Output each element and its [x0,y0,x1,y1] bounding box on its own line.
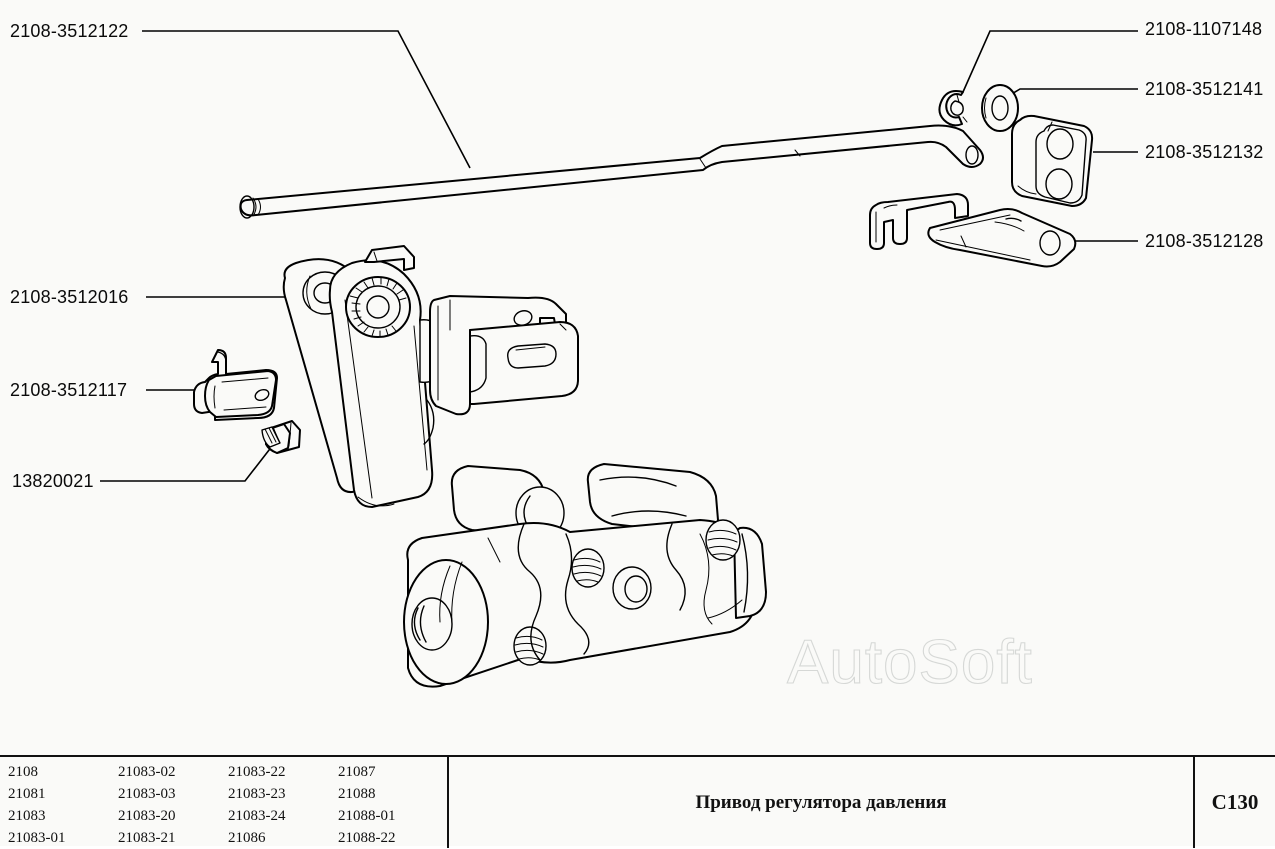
model-value: 21083-02 [118,764,176,780]
part-pressure-regulator [403,463,767,688]
model-value: 21088-01 [338,808,396,824]
callout-rod: 2108-3512122 [10,21,129,41]
model-value: 21081 [8,786,46,802]
applicable-models-list: 2108 21081 21083 21083-01 21083-02 21083… [0,757,447,848]
part-main-lever [282,245,441,508]
callout-bracket-small: 2108-3512117 [10,380,128,400]
diagram-title-text: Привод регулятора давления [695,791,947,813]
model-value: 21087 [338,764,376,780]
part-link-bracket [869,193,1077,268]
callout-bolt: 13820021 [12,471,94,491]
footer-divider-right [1193,757,1195,848]
part-washer [981,84,1019,132]
watermark: AutoSoft [786,628,1033,697]
callout-clip: 2108-1107148 [1145,19,1263,39]
model-column: 21083-02 21083-03 21083-20 21083-21 [118,761,176,849]
footer-divider-left [447,757,449,848]
model-value: 21083-03 [118,786,176,802]
model-value: 21088 [338,786,376,802]
model-value: 21083-24 [228,808,286,824]
model-column: 2108 21081 21083 21083-01 [8,761,66,849]
model-value: 21083-21 [118,830,176,846]
part-push-rod [239,124,984,219]
page-code-text: C130 [1211,790,1259,814]
callout-lever: 2108-3512016 [10,287,129,307]
model-value: 2108 [8,764,38,780]
model-value: 21088-22 [338,830,396,846]
footer-table: 2108 21081 21083 21083-01 21083-02 21083… [0,755,1275,848]
model-value: 21083-23 [228,786,286,802]
callout-washer: 2108-3512141 [1145,79,1264,99]
page-code: C130 [1195,757,1275,848]
model-value: 21083-20 [118,808,176,824]
part-mounting-bracket [429,295,579,416]
diagram-title: Привод регулятора давления [449,757,1193,848]
part-bolt [261,420,301,454]
part-rubber-mount [1011,114,1094,207]
leader-lines [100,30,1138,482]
model-value: 21083 [8,808,46,824]
model-value: 21083-22 [228,764,286,780]
part-small-bracket [193,349,278,421]
model-column: 21083-22 21083-23 21083-24 21086 [228,761,286,849]
callout-rubber-mount: 2108-3512132 [1145,142,1264,162]
model-value: 21086 [228,830,266,846]
model-column: 21087 21088 21088-01 21088-22 [338,761,396,849]
part-retaining-clip [938,90,968,127]
callout-link-bracket: 2108-3512128 [1145,231,1264,251]
model-value: 21083-01 [8,830,66,846]
